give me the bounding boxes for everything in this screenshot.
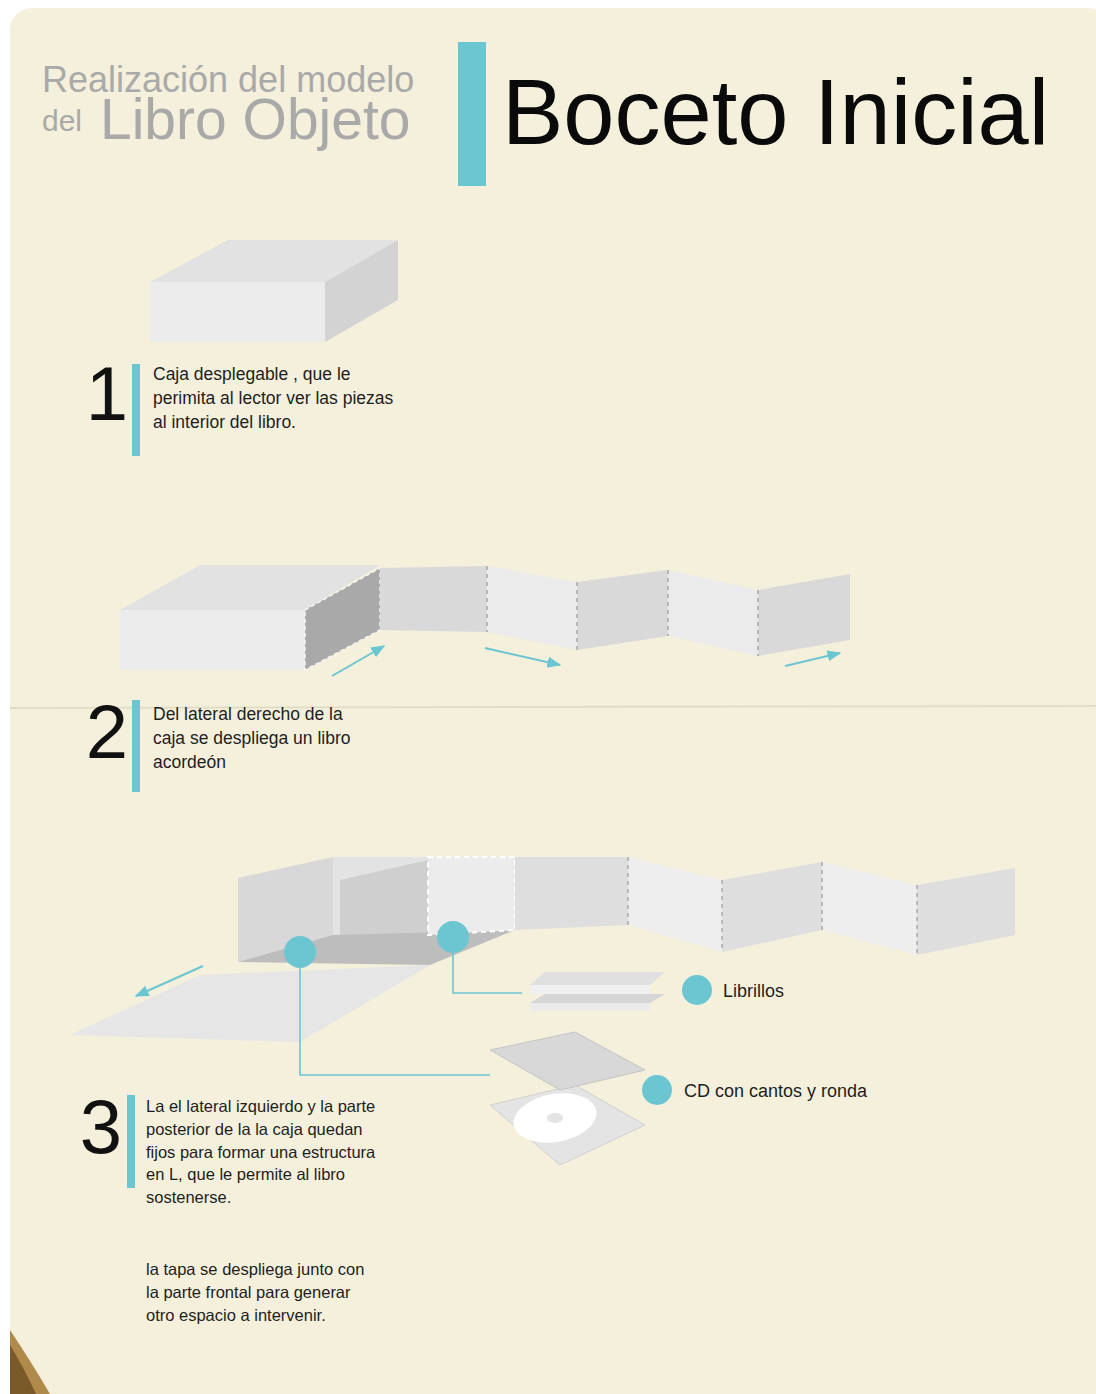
page-curl-shadow — [10, 1345, 36, 1394]
step-number: 1 — [64, 352, 128, 436]
step-text: la tapa se despliega junto con la parte … — [146, 1258, 378, 1326]
header-bar — [458, 42, 486, 186]
subtitle: Libro Objeto — [100, 88, 411, 151]
box-with-accordion — [120, 565, 850, 676]
step-bar — [132, 364, 140, 456]
closed-box — [150, 240, 398, 342]
subtitle: del — [42, 104, 82, 137]
callout-label: Librillos — [723, 979, 784, 1004]
page-curl — [10, 1330, 50, 1394]
step-bar — [132, 700, 140, 792]
leader-lines — [300, 953, 522, 1075]
callout-dot — [284, 936, 316, 968]
callout-dot — [437, 921, 469, 953]
callout-label: CD con cantos y ronda — [684, 1079, 867, 1104]
paper — [10, 8, 1096, 1394]
back-wall — [333, 857, 428, 940]
booklets — [530, 972, 665, 1011]
step-number: 3 — [58, 1085, 122, 1169]
step-text: Del lateral derecho de la caja se despli… — [153, 702, 378, 774]
box-floor — [238, 930, 515, 965]
unfolded-lid — [70, 965, 430, 1042]
step-text: La el lateral izquierdo y la parte poste… — [146, 1095, 378, 1209]
step-text: Caja desplegable , que le perimita al le… — [153, 362, 408, 434]
open-box — [70, 857, 1015, 1042]
step-number: 2 — [64, 690, 128, 774]
title: Boceto Inicial — [502, 62, 1049, 163]
callout-dot — [682, 975, 712, 1005]
callout-dot — [642, 1075, 672, 1105]
cd-case — [490, 1032, 645, 1165]
step-bar — [127, 1095, 135, 1188]
